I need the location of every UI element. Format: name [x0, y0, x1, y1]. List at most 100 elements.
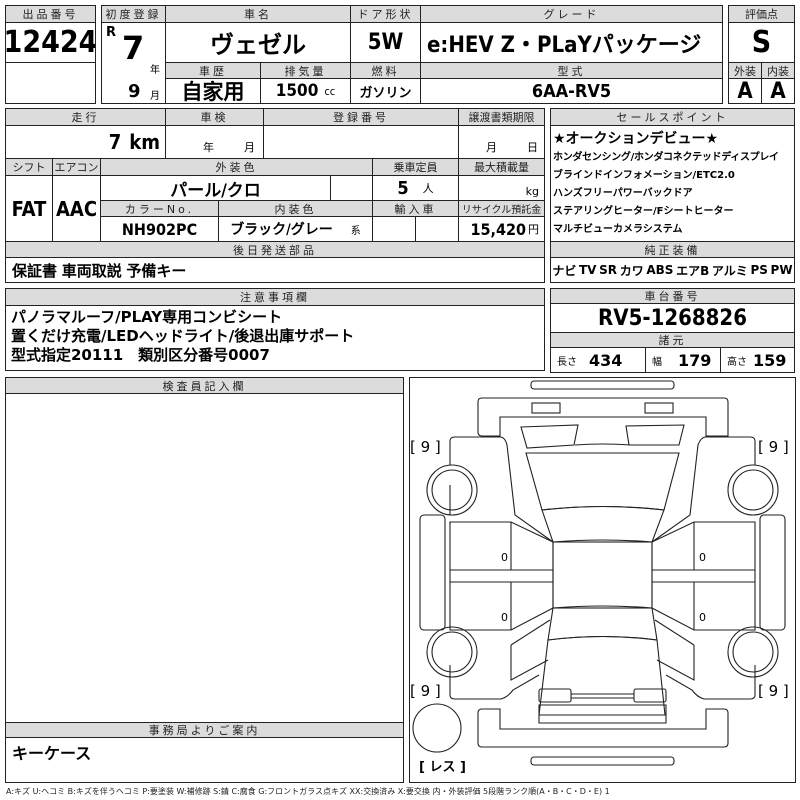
capacity-unit: 人	[422, 182, 434, 195]
tire-rear-left-score: [ 9 ]	[410, 682, 441, 700]
rear-glass	[547, 605, 658, 641]
chassis-label: 車台番号	[550, 288, 795, 304]
capacity-label: 乗車定員	[372, 158, 459, 176]
specs-label: 諸元	[550, 332, 795, 348]
equipment-label: 純正装備	[550, 241, 795, 258]
spare-tire	[412, 703, 462, 753]
length-cell: 長さ 434	[550, 347, 646, 373]
door-value: 5W	[350, 22, 421, 63]
door-mark: 0	[501, 611, 508, 624]
fuel-label: 燃料	[350, 62, 421, 79]
inspector-area	[5, 393, 404, 723]
capacity-value: 5	[397, 177, 409, 199]
transfer-day-unit: 日	[527, 141, 538, 154]
note-line: 置くだけ充電/LEDヘッドライト/後退出庫サポート	[11, 327, 355, 345]
max-load-unit: kg	[458, 175, 545, 201]
fuel-value: ガソリン	[350, 78, 421, 104]
reg-month: 9	[128, 81, 141, 102]
int-color-label: 内装色	[218, 200, 373, 217]
reg-year: 7	[122, 29, 145, 67]
note-line: 型式指定20111 類別区分番号0007	[11, 346, 270, 364]
wheel-rear-right-inner	[732, 631, 774, 673]
length-label: 長さ	[557, 356, 577, 368]
later-parts-label: 後日発送部品	[5, 241, 545, 258]
sales-points-list: ★オークションデビュー★ ホンダセンシング/ホンダコネクテッドディスプレイ ブラ…	[550, 125, 795, 242]
km-unit: km	[129, 130, 160, 154]
spare-tire-label: [ レス ]	[419, 760, 466, 775]
grade-label: グレード	[420, 5, 723, 23]
first-reg-label: 初度登録	[101, 5, 166, 23]
tire-front-right-score: [ 9 ]	[758, 438, 789, 456]
mileage-label: 走行	[5, 108, 166, 126]
windshield	[541, 505, 665, 543]
headlight-left	[531, 402, 561, 414]
fender-left	[449, 436, 554, 543]
front-bumper	[530, 380, 675, 390]
year-unit: 年	[150, 65, 160, 76]
lot-number: 12424	[5, 22, 96, 63]
wheel-front-left	[426, 464, 478, 516]
quarter-right	[654, 619, 756, 700]
first-reg-cell: R 7 年 9 月	[101, 22, 166, 104]
interior-label: 内装	[761, 62, 795, 79]
grille-right	[625, 424, 685, 446]
shift-value: FAT	[5, 175, 53, 242]
equipment-item: TV	[579, 263, 597, 277]
color-no-value: NH902PC	[100, 216, 219, 242]
model-value: 6AA-RV5	[420, 78, 723, 104]
door-mark: 0	[699, 551, 706, 564]
score-label: 評価点	[728, 5, 795, 23]
max-load-label: 最大積載量	[458, 158, 545, 176]
height-label: 高さ	[727, 356, 747, 368]
lot-empty	[5, 62, 96, 104]
tire-rear-right-score: [ 9 ]	[758, 682, 789, 700]
car-name-label: 車名	[165, 5, 351, 23]
door-label: ドア形状	[350, 5, 421, 23]
office-label: 事務局よりご案内	[5, 722, 404, 738]
era: R	[106, 25, 117, 40]
model-label: 型式	[420, 62, 723, 79]
notes-list: パノラマルーフ/PLAY専用コンビシート 置くだけ充電/LEDヘッドライト/後退…	[5, 305, 545, 371]
taillight-right	[633, 688, 667, 703]
quarter-left	[449, 619, 551, 700]
reg-no-cell	[263, 125, 459, 159]
ext-color-value: パール/クロ	[100, 175, 331, 201]
history-value: 自家用	[165, 78, 261, 104]
rear-gate	[538, 693, 667, 724]
month-unit: 月	[150, 91, 160, 102]
rear-bumper	[530, 756, 675, 766]
tire-front-left-score: [ 9 ]	[410, 438, 441, 456]
sales-point: ホンダセンシング/ホンダコネクテッドディスプレイ	[553, 152, 779, 163]
length-value: 434	[589, 350, 623, 370]
wheel-rear-right	[727, 626, 779, 678]
headlight-right	[644, 402, 674, 414]
notes-label: 注意事項欄	[5, 288, 545, 306]
sales-point: ステアリングヒーター/Fシートヒーター	[553, 206, 734, 217]
doors-right	[651, 521, 756, 631]
ext-color-extra	[330, 175, 373, 201]
int-color-unit: 系	[350, 225, 361, 237]
yen-unit: 円	[528, 223, 539, 236]
office-value: キーケース	[5, 737, 404, 783]
sales-point: ★オークションデビュー★	[553, 131, 719, 147]
recycle-label: リサイクル預託金	[458, 200, 545, 217]
reg-no-label: 登録番号	[263, 108, 459, 126]
int-color-value: ブラック/グレー	[230, 222, 333, 238]
equipment-item: カワ	[619, 263, 644, 278]
grade-value: e:HEV Z・PLaYパッケージ	[420, 22, 723, 63]
equipment-item: エアB	[676, 263, 710, 278]
inspection-label: 車検	[165, 108, 264, 126]
mileage-value: 7	[108, 130, 122, 154]
damage-diagram	[409, 377, 796, 783]
wheel-rear-left-inner	[431, 631, 473, 673]
wheel-rear-left	[426, 626, 478, 678]
chassis-number: RV5-1268826	[550, 303, 795, 333]
front-panel	[477, 397, 729, 437]
car-diagram-svg	[412, 380, 786, 766]
hood	[525, 452, 680, 511]
sales-point: ブラインドインフォメーション/ETC2.0	[553, 170, 735, 181]
